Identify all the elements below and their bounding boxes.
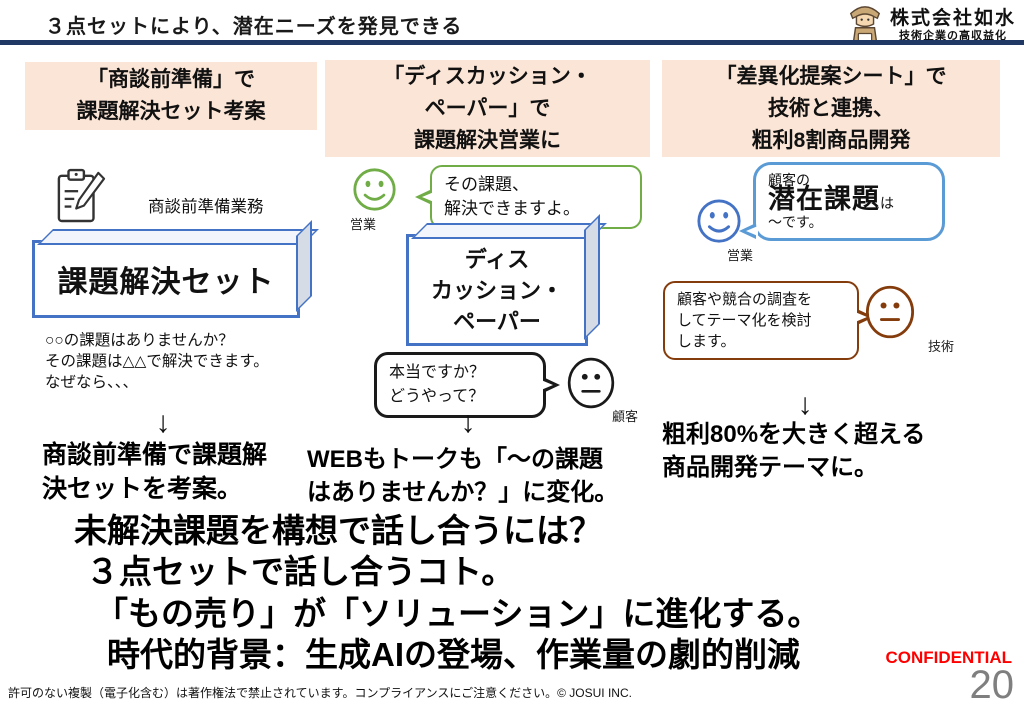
josui-mascot-icon (846, 1, 884, 50)
summary-line-1: 未解決課題を構想で話し合うには？ (74, 512, 602, 549)
sales-speech-text: その課題、 解決できますよ。 (444, 175, 580, 218)
tech-label: 技術 (928, 339, 955, 354)
latent-issue-tail-text: ～です。 (768, 214, 823, 230)
sales-label: 営業 (727, 248, 754, 263)
column3-header: 「差異化提案シート」で 技術と連携、 粗利8割商品開発 (662, 60, 1000, 157)
company-logo: 株式会社如水 技術企業の高収益化 (846, 1, 1016, 50)
discussion-paper-box: ディス カッション・ ペーパー (406, 234, 588, 346)
sales-script-text: ○○の課題はありませんか？ その課題は△△で解決できます。 なぜなら、、、 (45, 332, 269, 391)
summary-line-2: ３点セットで話し合うコト。 (86, 553, 515, 590)
company-tagline: 技術企業の高収益化 (898, 29, 1007, 42)
page-title: ３点セットにより、潜在ニーズを発見できる (45, 16, 463, 38)
column1-header: 「商談前準備」で 課題解決セット考案 (25, 62, 317, 130)
down-arrow-icon: ↓ (155, 406, 171, 439)
column1-result-text: 商談前準備で課題解 決セットを考案。 (42, 441, 268, 503)
latent-issue-suffix: は (880, 195, 894, 211)
down-arrow-icon: ↓ (797, 388, 813, 421)
sales-speech-bubble: その課題、 解決できますよ。 (415, 165, 642, 229)
latent-issue-lead-text: 顧客の (768, 172, 810, 188)
discussion-paper-box-label: ディス カッション・ ペーパー (430, 246, 563, 334)
prep-task-label: 商談前準備業務 (148, 198, 264, 216)
customer-speech-text: 本当ですか？ どうやって？ (389, 364, 486, 405)
solution-set-box: 課題解決セット (32, 240, 300, 318)
column2-header: 「ディスカッション・ ペーパー」で 課題解決営業に (325, 60, 650, 157)
down-arrow-icon: ↓ (460, 406, 476, 439)
tech-speech-bubble: 顧客や競合の調査を してテーマ化を検討 します。 (663, 281, 874, 360)
latent-issue-speech-bubble: 顧客の 潜在課題は ～です。 (739, 162, 945, 241)
confidential-stamp: CONFIDENTIAL (885, 648, 1012, 667)
copyright-notice: 許可のない複製（電子化含む）は著作権法で禁止されています。コンプライアンスにご注… (8, 686, 632, 700)
company-name: 株式会社如水 (889, 8, 1016, 29)
customer-face-icon (566, 356, 616, 415)
sales-smiley-icon (696, 198, 742, 249)
header-divider (0, 40, 1024, 45)
tech-face-icon (864, 284, 916, 345)
column2-result-text: WEBもトークも「〜の課題 はありませんか？」に変化。 (307, 446, 619, 506)
tech-speech-text: 顧客や競合の調査を してテーマ化を検討 します。 (677, 291, 813, 350)
sales-label: 営業 (350, 217, 377, 232)
solution-set-box-label: 課題解決セット (57, 266, 275, 299)
sales-smiley-icon (352, 167, 397, 217)
summary-line-4: 時代的背景：生成AIの登場、作業量の劇的削減 (107, 636, 800, 673)
latent-issue-keyword: 潜在課題 (768, 184, 880, 214)
column3-result-text: 粗利80%を大きく超える 商品開発テーマに。 (662, 421, 926, 481)
clipboard-pencil-icon (56, 166, 106, 231)
customer-label: 顧客 (612, 409, 639, 424)
page-number: 20 (969, 663, 1015, 707)
customer-speech-bubble: 本当ですか？ どうやって？ (374, 352, 560, 418)
summary-line-3: 「もの売り」が「ソリューション」に進化する。 (95, 595, 821, 632)
